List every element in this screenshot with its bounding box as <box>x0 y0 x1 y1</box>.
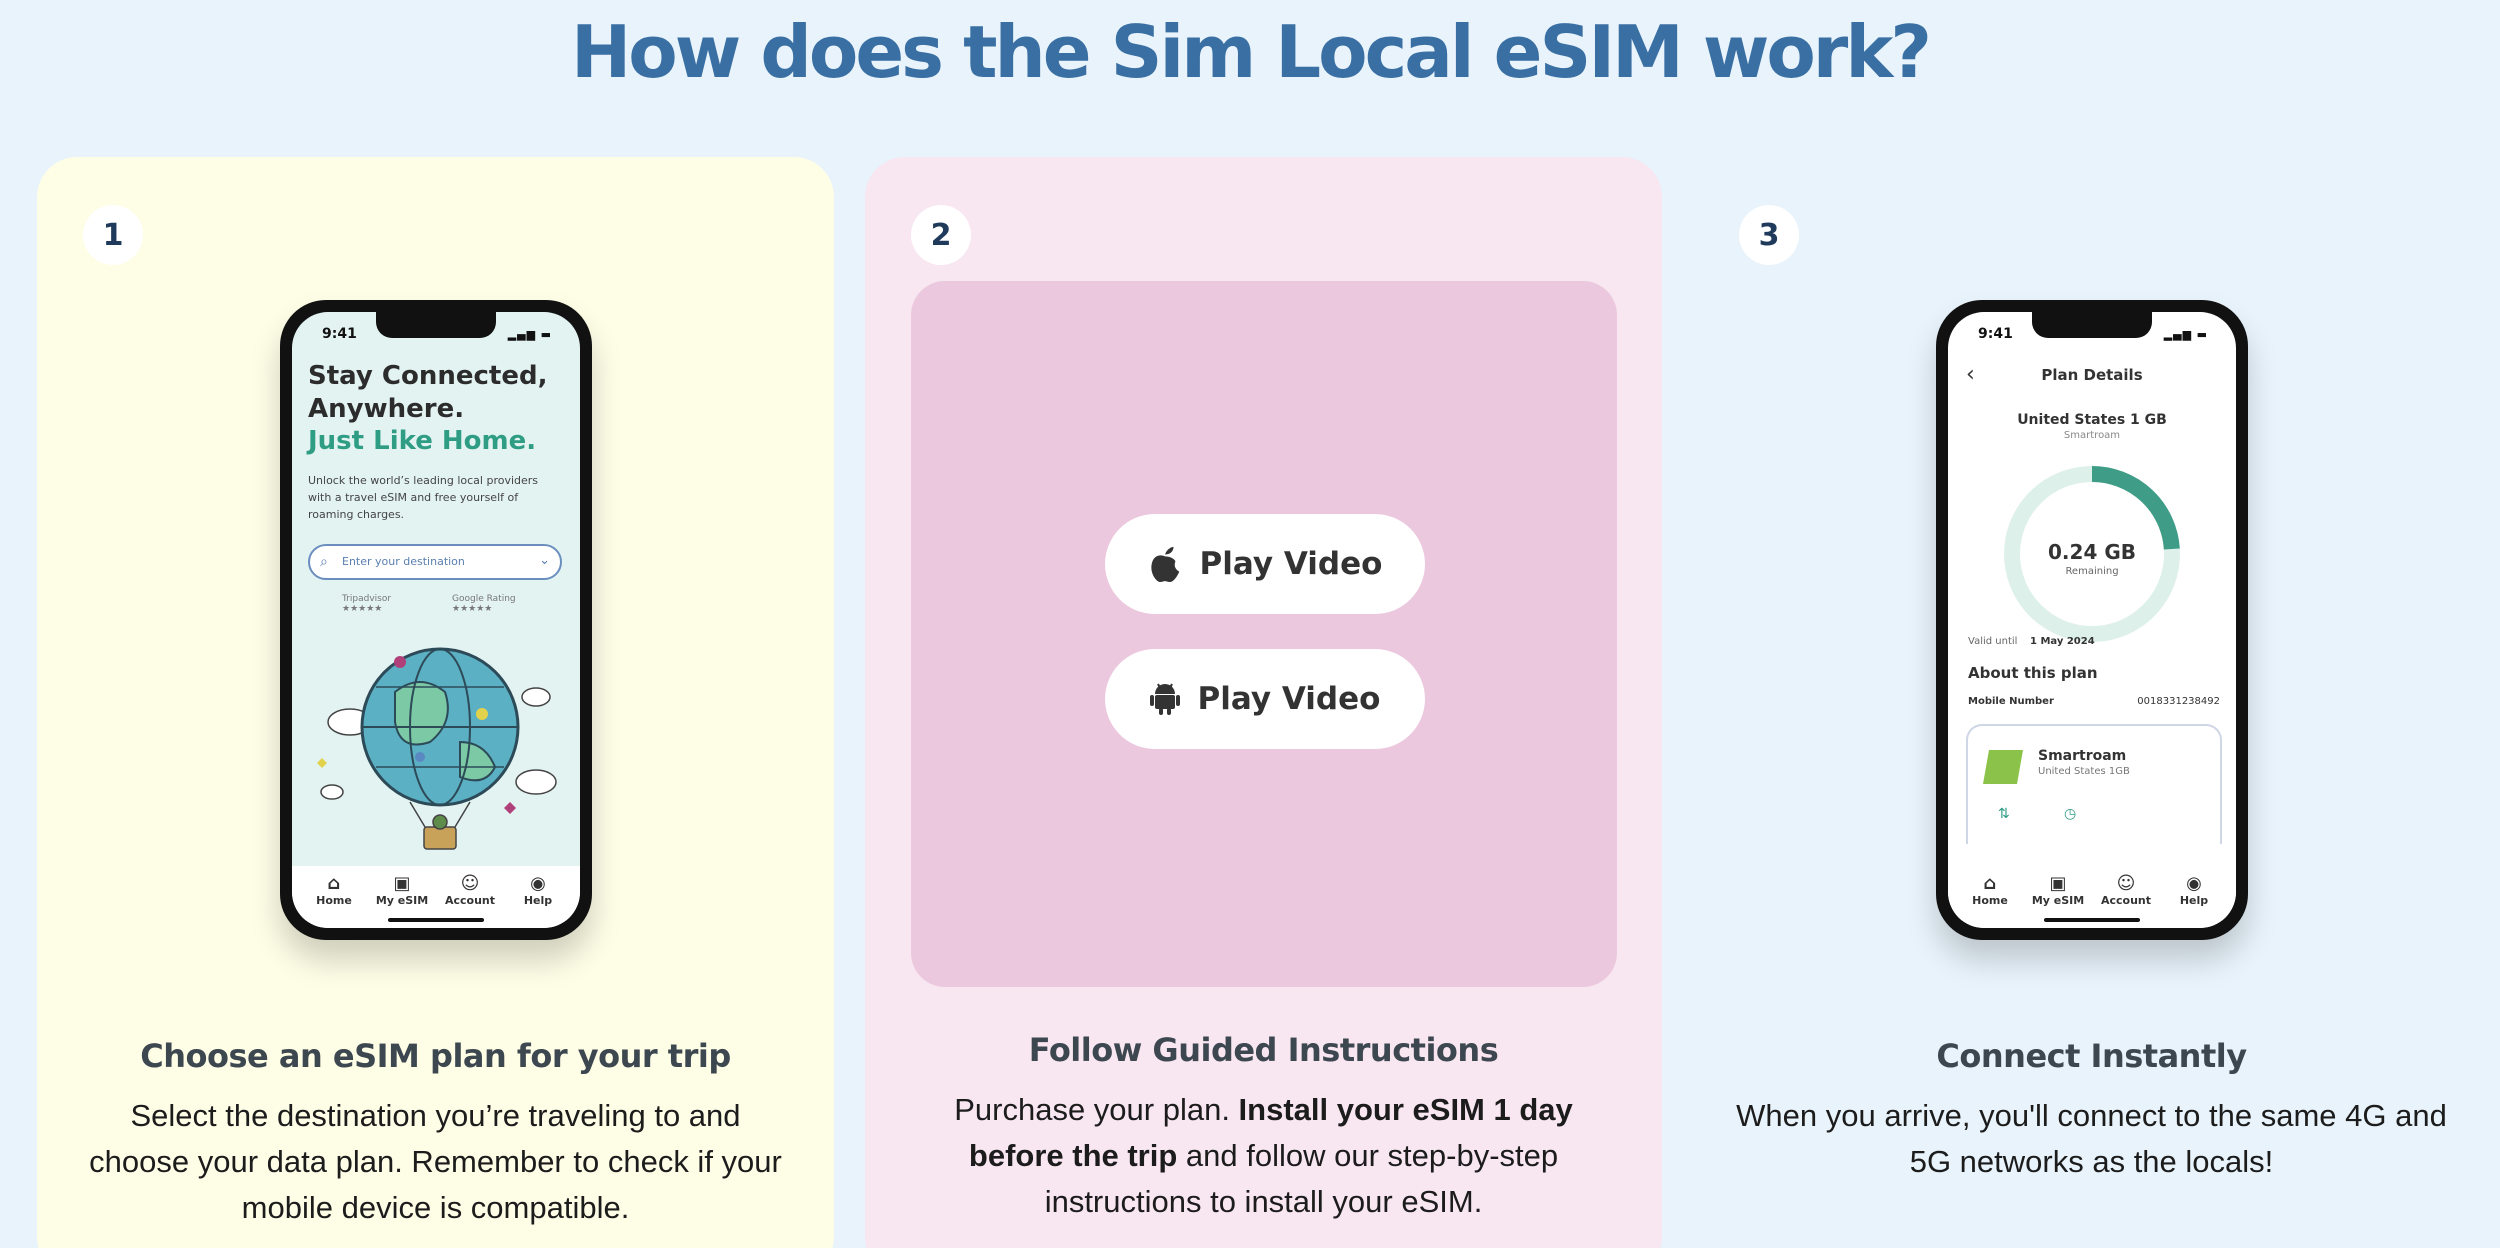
clock-icon: ◷ <box>2064 806 2077 822</box>
chevron-down-icon: ⌄ <box>539 553 550 568</box>
tab-my-esim[interactable]: ▣My eSIM <box>2028 874 2088 928</box>
plan-name: United States 1 GB <box>2017 412 2167 428</box>
step-card-3: 3 9:41 ▂▄▆ ▬ ‹ Plan Details United State… <box>1693 157 2490 1248</box>
step-number-badge: 1 <box>83 205 143 265</box>
apple-icon <box>1150 546 1179 583</box>
step-number-badge: 3 <box>1739 205 1799 265</box>
tab-label: My eSIM <box>375 894 429 907</box>
status-time: 9:41 <box>322 326 357 342</box>
mobile-number-value: 0018331238492 <box>2137 696 2220 707</box>
headline-line-2: Anywhere. <box>308 394 465 424</box>
screen-title: Plan Details <box>2041 366 2143 384</box>
tab-help[interactable]: ◉Help <box>2164 874 2224 928</box>
phone-screen: 9:41 ▂▄▆ ▬ Stay Connected, Anywhere. Jus… <box>292 312 580 928</box>
valid-until-date: 1 May 2024 <box>2030 636 2095 647</box>
headline-line-1: Stay Connected, <box>308 361 548 391</box>
star-rating-icon: ★★★★★ <box>452 604 493 614</box>
search-placeholder: Enter your destination <box>342 555 465 568</box>
step-title: Follow Guided Instructions <box>1028 1031 1499 1069</box>
step-description: Select the destination you’re traveling … <box>89 1098 782 1225</box>
signal-battery-icon: ▂▄▆ ▬ <box>507 328 552 341</box>
data-transfer-icon: ⇅ <box>1998 806 2010 822</box>
tab-label: Help <box>523 894 553 907</box>
step-number-badge: 2 <box>911 205 971 265</box>
globe-balloon-illustration <box>317 647 557 850</box>
tab-account[interactable]: ☺Account <box>2096 874 2156 928</box>
play-video-ios-button[interactable]: Play Video <box>1105 514 1425 614</box>
back-arrow-icon[interactable]: ‹ <box>1966 362 1975 387</box>
app-body-text: Unlock the world’s leading local provide… <box>308 474 539 521</box>
step-card-2: 2 Play Video Play Video Follow Guided In <box>865 157 1662 1248</box>
page-title: How does the Sim Local eSIM work? <box>571 10 1932 94</box>
tab-home[interactable]: ⌂Home <box>1960 874 2020 928</box>
description-text: Purchase your plan. <box>954 1092 1239 1127</box>
sim-provider-plan: United States 1GB <box>2038 766 2130 777</box>
sim-logo-icon <box>1983 750 2023 784</box>
tab-label: Help <box>2179 894 2209 907</box>
app-headline-accent: Just Like Home. <box>308 426 537 456</box>
tab-my-esim[interactable]: ▣My eSIM <box>372 874 432 928</box>
tab-label: Home <box>1972 894 2008 907</box>
home-indicator <box>2044 918 2140 922</box>
sim-provider-card[interactable]: Smartroam United States 1GB ⇅ ◷ <box>1966 724 2222 844</box>
tripadvisor-rating: Tripadvisor ★★★★★ <box>342 594 391 614</box>
signal-battery-icon: ▂▄▆ ▬ <box>2163 328 2208 341</box>
play-video-label: Play Video <box>1197 681 1381 717</box>
home-icon: ⌂ <box>1983 873 1997 894</box>
tab-label: Account <box>2100 894 2152 907</box>
tab-account[interactable]: ☺Account <box>440 874 500 928</box>
status-time: 9:41 <box>1978 326 2013 342</box>
valid-until-label: Valid until <box>1968 636 2018 647</box>
mobile-number-label: Mobile Number <box>1968 696 2054 707</box>
data-remaining-value: 0.24 GB <box>2048 540 2136 564</box>
tab-label: Home <box>316 894 352 907</box>
tab-label: My eSIM <box>2031 894 2085 907</box>
phone-notch <box>2032 312 2152 338</box>
play-video-android-button[interactable]: Play Video <box>1105 649 1425 749</box>
rating-label: Google Rating <box>452 594 516 604</box>
tab-help[interactable]: ◉Help <box>508 874 568 928</box>
tab-home[interactable]: ⌂Home <box>304 874 364 928</box>
phone-notch <box>376 312 496 338</box>
home-indicator <box>388 918 484 922</box>
step-description: When you arrive, you'll connect to the s… <box>1736 1098 2447 1179</box>
data-remaining-arc <box>2004 466 2180 642</box>
phone-screen: 9:41 ▂▄▆ ▬ ‹ Plan Details United States … <box>1948 312 2236 928</box>
description-text: and follow our step-by-step instructions… <box>1044 1138 1559 1219</box>
step-description: Purchase your plan. Install your eSIM 1 … <box>905 1087 1622 1225</box>
app-headline: Stay Connected, Anywhere. <box>308 360 547 426</box>
video-panel: Play Video Play Video <box>911 281 1617 987</box>
search-icon: ⌕ <box>320 554 328 570</box>
step-title: Connect Instantly <box>1936 1037 2247 1075</box>
phone-mockup-home: 9:41 ▂▄▆ ▬ Stay Connected, Anywhere. Jus… <box>280 300 592 940</box>
destination-search-input[interactable]: ⌕ Enter your destination ⌄ <box>308 544 562 580</box>
help-icon: ◉ <box>2186 873 2202 894</box>
description-emphasis: Install your eSIM 1 day before the trip <box>968 1092 1573 1173</box>
step-title: Choose an eSIM plan for your trip <box>140 1037 731 1075</box>
data-remaining-label: Remaining <box>2065 566 2119 577</box>
help-icon: ◉ <box>530 873 546 894</box>
phone-mockup-plan-details: 9:41 ▂▄▆ ▬ ‹ Plan Details United States … <box>1936 300 2248 940</box>
sim-card-icon: ▣ <box>2049 873 2067 894</box>
sim-card-icon: ▣ <box>393 873 411 894</box>
step-card-1: 1 9:41 ▂▄▆ ▬ Stay Connected, Anywhere. J… <box>37 157 834 1248</box>
star-rating-icon: ★★★★★ <box>342 604 383 614</box>
play-video-label: Play Video <box>1199 546 1383 582</box>
rating-label: Tripadvisor <box>342 594 392 604</box>
bottom-tab-bar: ⌂Home ▣My eSIM ☺Account ◉Help <box>292 866 580 928</box>
about-plan-heading: About this plan <box>1968 664 2098 682</box>
home-icon: ⌂ <box>327 873 341 894</box>
user-icon: ☺ <box>2116 873 2136 894</box>
sim-provider-name: Smartroam <box>2038 748 2127 764</box>
user-icon: ☺ <box>460 873 480 894</box>
data-usage-ring <box>2004 466 2180 642</box>
bottom-tab-bar: ⌂Home ▣My eSIM ☺Account ◉Help <box>1948 866 2236 928</box>
plan-provider: Smartroam <box>2063 430 2121 441</box>
android-icon <box>1149 683 1180 715</box>
tab-label: Account <box>444 894 496 907</box>
google-rating: Google Rating ★★★★★ <box>452 594 516 614</box>
